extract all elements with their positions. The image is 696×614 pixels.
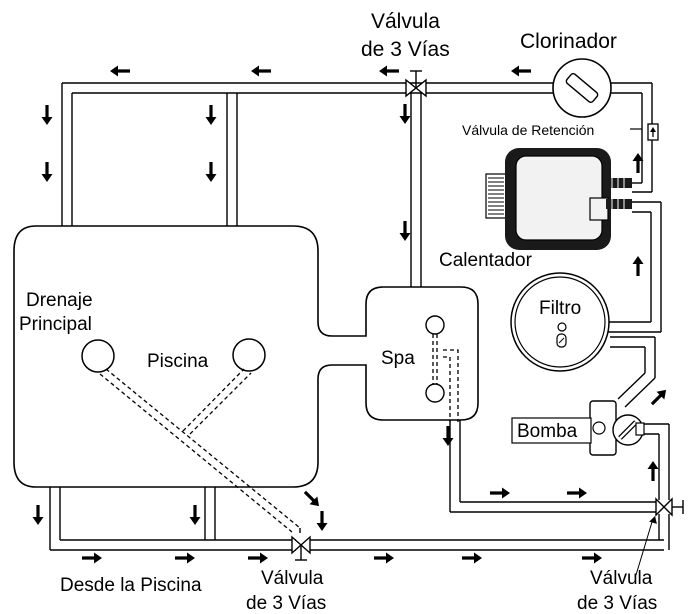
arrow-icon (399, 221, 411, 241)
arrow-icon (379, 65, 399, 77)
heater-icon (485, 148, 632, 250)
filter-icon (510, 272, 610, 372)
valve-top-label-line1: Válvula (371, 10, 440, 33)
valve-pointer-line (635, 521, 653, 576)
arrow-icon (374, 552, 394, 564)
three-way-valve-icon-top (405, 70, 427, 98)
arrow-icon (648, 386, 670, 408)
arrow-icon (41, 162, 53, 182)
main-drain-label-line2: Principal (19, 314, 92, 335)
check-valve-icon (647, 123, 659, 141)
spa-fitting-bottom (425, 383, 445, 403)
arrow-icon (175, 552, 195, 564)
arrow-icon (251, 65, 271, 77)
spa-label: Spa (381, 348, 415, 369)
arrow-icon (41, 105, 53, 125)
arrow-icon (110, 65, 130, 77)
pump-icon (589, 400, 645, 456)
filter-label: Filtro (539, 298, 581, 319)
pipes (49, 82, 684, 551)
arrow-icon (82, 552, 102, 564)
arrow-icon (582, 552, 602, 564)
arrow-icon (32, 505, 44, 525)
arrow-icon (490, 487, 510, 499)
chlorinator-icon (552, 58, 612, 118)
three-way-valve-icon-bottom-right (655, 497, 673, 517)
arrow-icon (301, 488, 323, 510)
heater-label: Calentador (439, 250, 533, 271)
arrow-icon (248, 552, 268, 564)
arrow-icon (511, 65, 531, 77)
chlorinator-label: Clorinador (520, 30, 617, 53)
check-valve-label: Válvula de Retención (462, 122, 594, 138)
arrow-icon (567, 487, 587, 499)
arrow-icon (205, 162, 217, 182)
three-way-valve-icon-bottom-middle (291, 535, 311, 561)
arrow-icon (442, 426, 454, 446)
valve-bottom-right-label-line1: Válvula (590, 568, 653, 589)
from-pool-label: Desde la Piscina (60, 575, 202, 596)
arrow-icon (647, 461, 659, 481)
arrow-icon (316, 511, 328, 531)
pool-label: Piscina (147, 351, 209, 372)
valve-bottom-middle-label-line1: Válvula (261, 568, 324, 589)
valve-bottom-right-label-line2: de 3 Vías (577, 593, 657, 614)
pump-label-box (511, 417, 592, 444)
arrow-icon (205, 105, 217, 125)
pump-label: Bomba (517, 421, 578, 442)
underground-lines (99, 334, 459, 533)
arrow-icon (399, 104, 411, 124)
spa-fitting-top (425, 315, 445, 335)
main-drain (81, 339, 115, 373)
main-drain-label-line1: Drenaje (26, 290, 93, 311)
valve-bottom-middle-label-line2: de 3 Vías (246, 593, 326, 614)
valve-top-label-line2: de 3 Vías (361, 38, 450, 61)
arrow-icon (462, 552, 482, 564)
arrow-icon (189, 505, 201, 525)
pool-return (232, 338, 266, 372)
arrow-icon (632, 256, 644, 276)
